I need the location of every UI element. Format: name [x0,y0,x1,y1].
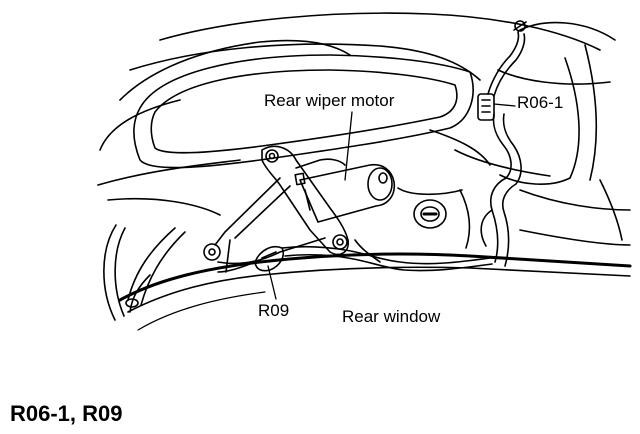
connector-r06-1-label: R06-1 [517,93,564,112]
harness-upper [477,20,527,267]
left-trim [125,227,186,308]
rear-wiper-motor-label: Rear wiper motor [264,91,395,110]
access-grommet [397,187,471,249]
harness-lower [217,239,493,273]
figure-caption: R06-1, R09 [10,401,123,426]
hatch-panel-outline [97,12,631,321]
callout-leaders [267,103,516,300]
rear-window-label: Rear window [342,307,441,326]
connector-r09-label: R09 [258,301,290,320]
wiper-motor [203,145,396,273]
